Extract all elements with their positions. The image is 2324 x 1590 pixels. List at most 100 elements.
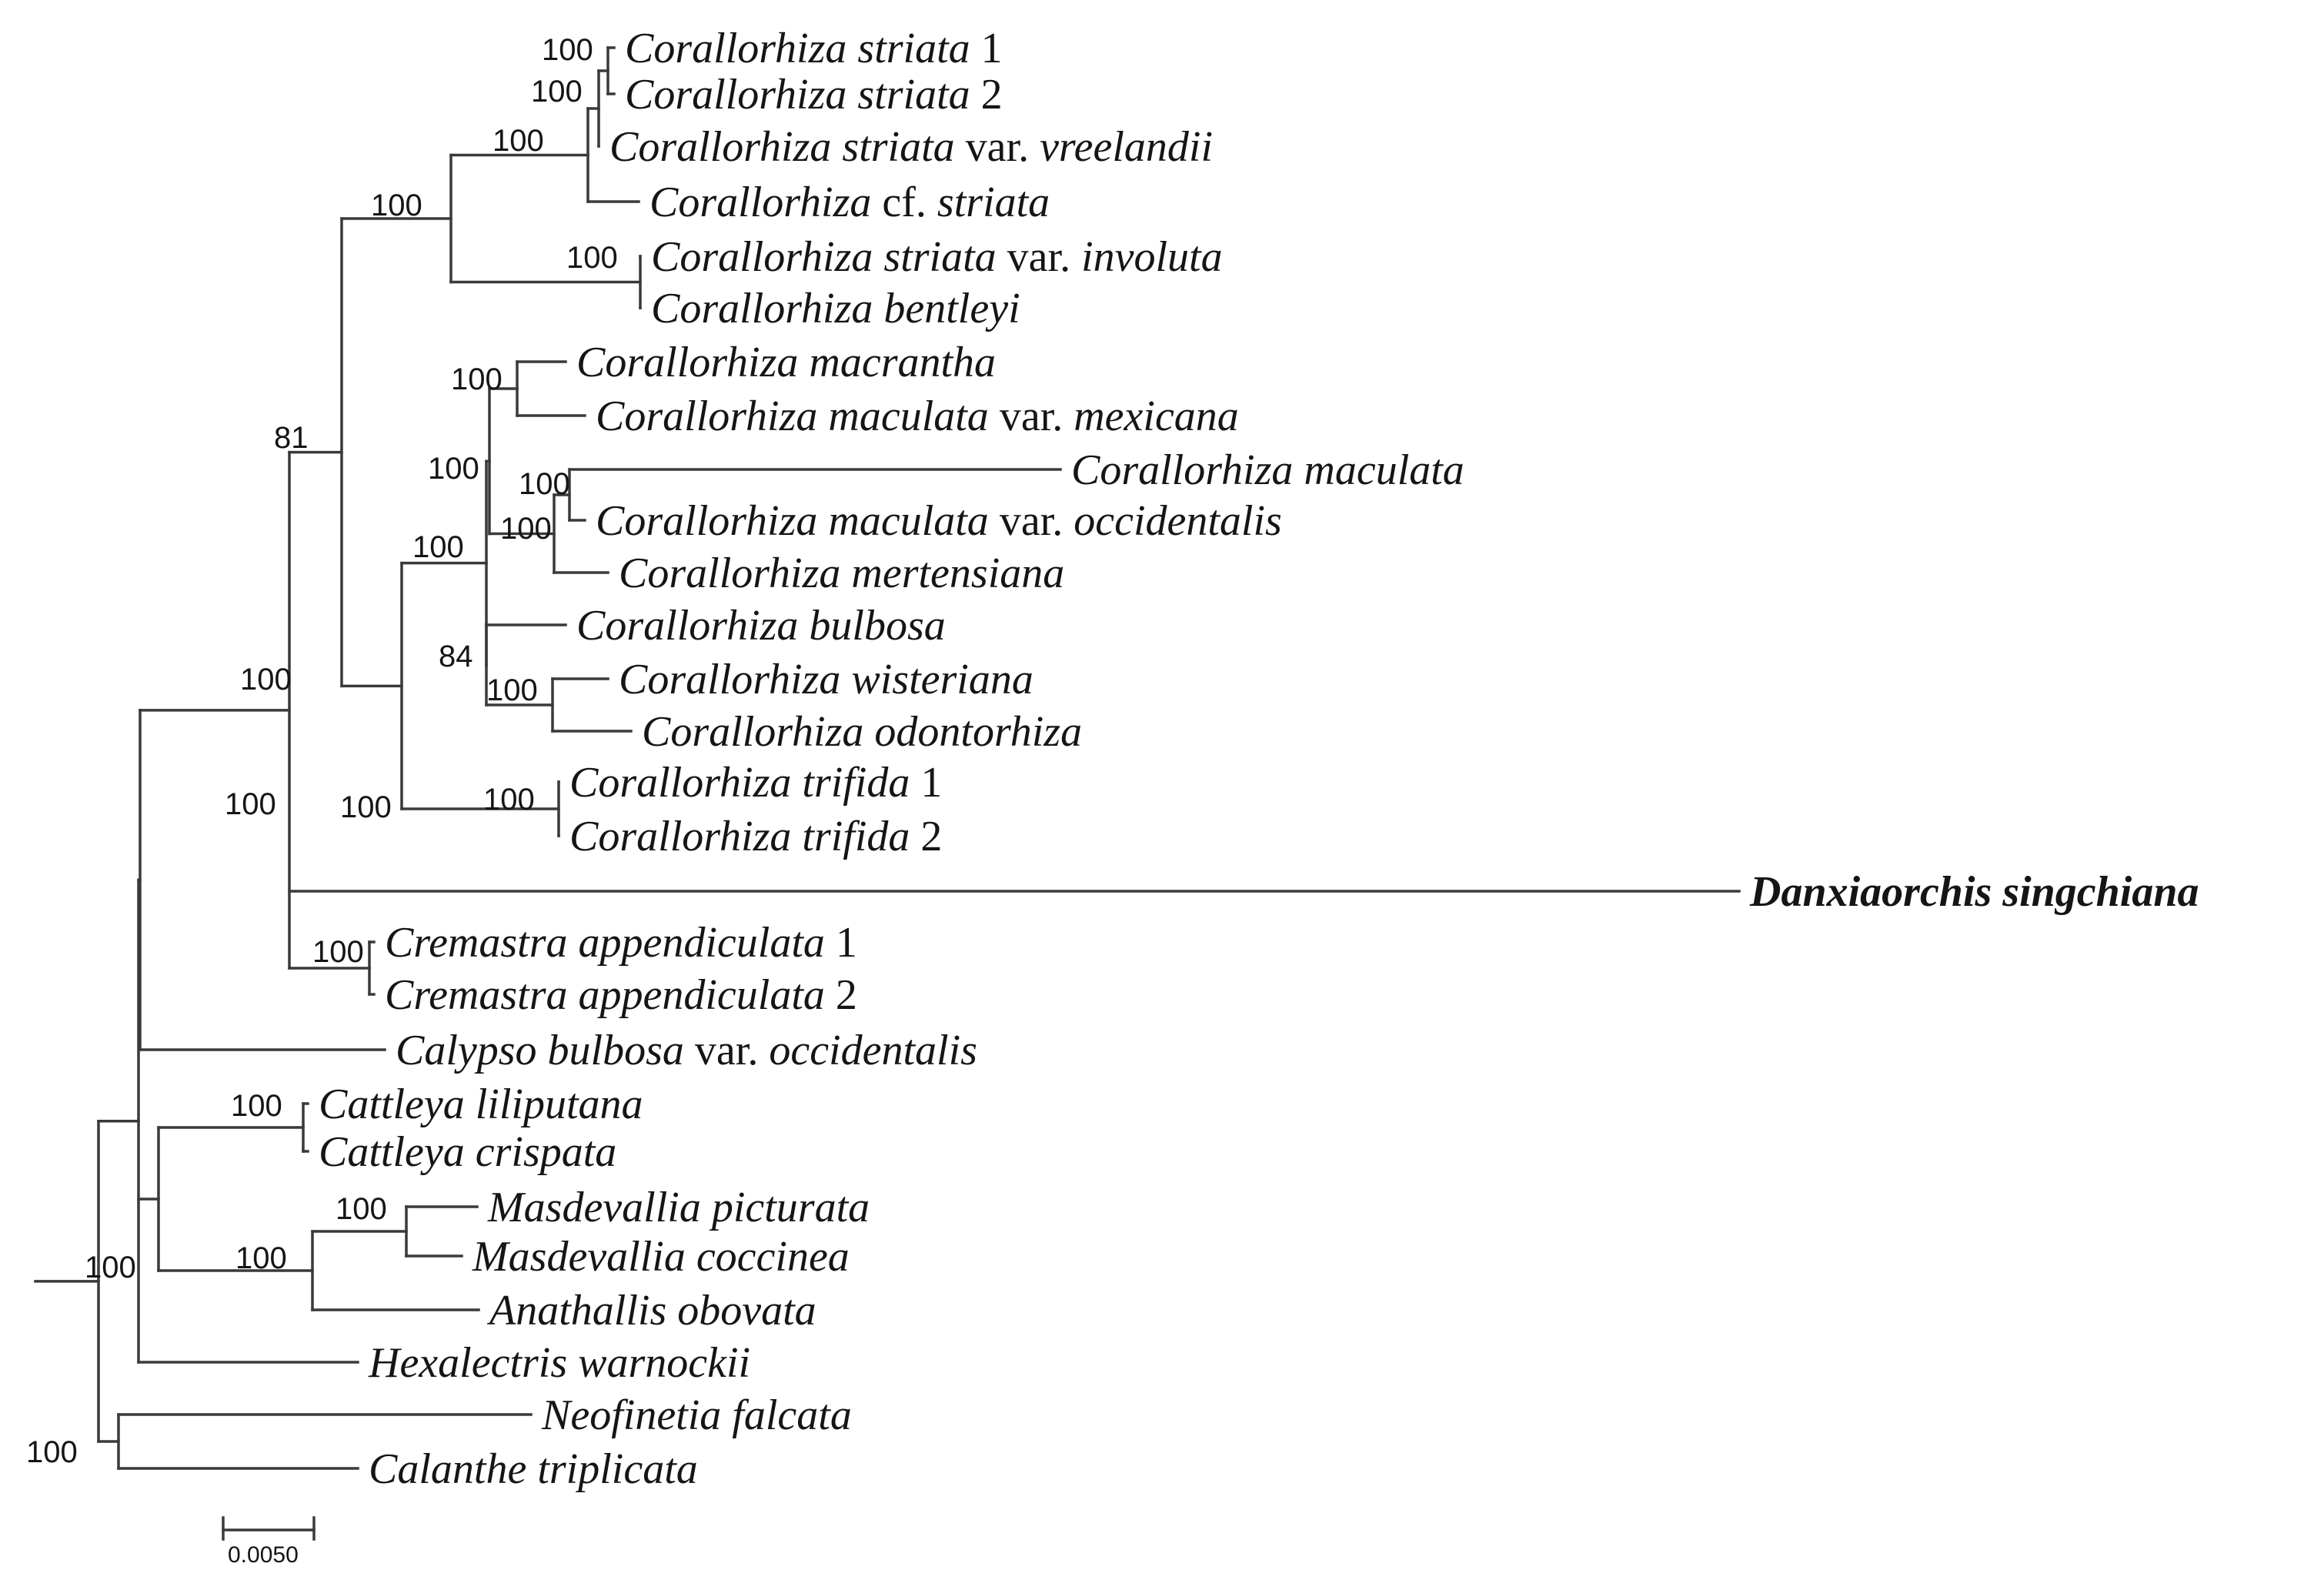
taxon-label-part: Corallorhiza trifida [569, 813, 910, 860]
support-n_striata12: 100 [542, 33, 593, 67]
taxon-label-part: occidentalis [769, 1027, 977, 1074]
taxon-label-part: Corallorhiza maculata [596, 392, 989, 440]
support-n_cattleya: 100 [231, 1089, 282, 1123]
support-n_corallorhiza: 100 [340, 790, 392, 824]
taxon-label-t12: Corallorhiza bulbosa [576, 602, 946, 650]
taxon-label-part: Cattleya liliputana [319, 1081, 643, 1128]
support-n_striata123: 100 [531, 75, 583, 109]
taxon-label-t21: Cattleya liliputana [319, 1081, 643, 1128]
taxon-label-t16: Corallorhiza trifida 2 [569, 813, 942, 860]
support-n_outgroup: 100 [26, 1435, 78, 1469]
taxon-label-part: var. [955, 123, 1040, 171]
taxon-label-part: Danxiaorchis singchiana [1749, 868, 2199, 916]
support-n_striata1234: 100 [493, 124, 544, 158]
taxon-label-t15: Corallorhiza trifida 1 [569, 759, 942, 807]
taxon-label-t18: Cremastra appendiculata 1 [385, 919, 857, 967]
taxon-label-part: 1 [970, 25, 1003, 72]
taxon-label-part: 1 [825, 919, 857, 967]
taxon-label-t27: Neofinetia falcata [541, 1391, 852, 1439]
taxon-label-t20: Calypso bulbosa var. occidentalis [396, 1027, 977, 1074]
scale-bar-label: 0.0050 [228, 1542, 299, 1568]
taxon-label-part: Corallorhiza striata [625, 25, 970, 72]
taxon-label-t11: Corallorhiza mertensiana [619, 549, 1064, 597]
taxon-label-part: var. [989, 392, 1074, 440]
taxon-label-t28: Calanthe triplicata [369, 1445, 698, 1493]
support-n_ingroup: 100 [85, 1251, 136, 1284]
taxon-label-part: Cremastra appendiculata [385, 971, 825, 1019]
taxon-label-t13: Corallorhiza wisteriana [619, 656, 1033, 703]
taxon-label-t23: Masdevallia picturata [487, 1184, 870, 1231]
support-n_trifida: 100 [483, 783, 535, 817]
support-n_wist_odont: 100 [486, 673, 538, 707]
taxon-label-part: Corallorhiza bentleyi [651, 285, 1020, 332]
taxon-label-part: Cremastra appendiculata [385, 919, 825, 967]
support-n_maculata_clade: 100 [428, 452, 479, 486]
taxon-label-part: involuta [1081, 233, 1223, 281]
taxon-label-part: mexicana [1074, 392, 1239, 440]
taxon-label-part: Corallorhiza maculata [596, 497, 989, 545]
taxon-label-part: 2 [910, 813, 942, 860]
support-n_with_danxia: 81 [274, 421, 309, 455]
scale-bar: 0.0050 [222, 1516, 316, 1568]
taxon-label-part: Calanthe triplicata [369, 1445, 698, 1493]
taxon-label-part: 2 [970, 71, 1003, 119]
support-n_ingroup2: 100 [225, 787, 276, 821]
taxon-label-part: Corallorhiza striata [625, 71, 970, 119]
taxon-label-part: Corallorhiza striata [651, 233, 997, 281]
taxon-label-part: Corallorhiza mertensiana [619, 549, 1064, 597]
support-n_involuta_bentleyi: 100 [566, 241, 618, 275]
taxon-label-part: var. [989, 497, 1074, 545]
taxon-label-part: Corallorhiza wisteriana [619, 656, 1033, 703]
taxon-label-t22: Cattleya crispata [319, 1128, 616, 1176]
taxon-label-part: occidentalis [1074, 497, 1282, 545]
taxon-label-t19: Cremastra appendiculata 2 [385, 971, 857, 1019]
support-n_masdevallia: 100 [336, 1192, 387, 1226]
support-n_maculata_occ: 100 [519, 467, 570, 501]
taxon-label-part: vreelandii [1040, 123, 1213, 171]
support-n_pleuro: 100 [235, 1241, 287, 1275]
taxon-label-t26: Hexalectris warnockii [368, 1339, 750, 1387]
taxon-label-t6: Corallorhiza bentleyi [651, 285, 1020, 332]
taxon-label-part: var. [684, 1027, 769, 1074]
taxon-label-t3: Corallorhiza striata var. vreelandii [609, 123, 1213, 171]
taxon-label-part: Corallorhiza trifida [569, 759, 910, 807]
support-n_core: 100 [412, 530, 464, 564]
taxon-label-t5: Corallorhiza striata var. involuta [651, 233, 1223, 281]
taxon-label-part: Masdevallia picturata [487, 1184, 870, 1231]
taxon-label-t25: Anathallis obovata [486, 1287, 816, 1334]
taxon-label-part: Neofinetia falcata [541, 1391, 852, 1439]
taxon-label-t8: Corallorhiza maculata var. mexicana [596, 392, 1239, 440]
taxon-label-part: Corallorhiza [649, 179, 871, 226]
taxon-label-part: Corallorhiza striata [609, 123, 955, 171]
support-n_cremastra: 100 [312, 935, 364, 969]
tree-branches [34, 46, 1741, 1470]
support-n_bulbosa_group: 84 [439, 640, 473, 673]
taxon-label-t14: Corallorhiza odontorhiza [642, 708, 1082, 756]
taxon-label-part: Corallorhiza odontorhiza [642, 708, 1082, 756]
taxon-label-part: 2 [825, 971, 857, 1019]
taxon-label-t10: Corallorhiza maculata var. occidentalis [596, 497, 1282, 545]
support-n_maculata_group: 100 [500, 512, 552, 546]
taxon-label-t17: Danxiaorchis singchiana [1749, 868, 2199, 916]
taxon-label-part: Calypso bulbosa [396, 1027, 684, 1074]
taxon-label-part: Corallorhiza bulbosa [576, 602, 946, 650]
taxon-label-t1: Corallorhiza striata 1 [625, 25, 1003, 72]
taxon-label-t4: Corallorhiza cf. striata [649, 179, 1050, 226]
taxon-label-part: Corallorhiza maculata [1071, 446, 1464, 494]
taxon-label-part: Masdevallia coccinea [472, 1233, 850, 1281]
taxon-label-part: Corallorhiza macrantha [576, 339, 996, 386]
taxon-label-t7: Corallorhiza macrantha [576, 339, 996, 386]
taxon-label-t2: Corallorhiza striata 2 [625, 71, 1003, 119]
taxon-label-part: 1 [910, 759, 942, 807]
support-n_striata_all: 100 [371, 189, 422, 222]
taxon-label-t24: Masdevallia coccinea [472, 1233, 850, 1281]
bootstrap-support-values: 100 100 100 100 100 100 100 100 100 84 100 100 100 10… [26, 33, 618, 1469]
support-n_macrantha_mexicana: 100 [451, 362, 503, 396]
support-n_calypso: 100 [240, 663, 292, 696]
taxon-label-part: striata [937, 179, 1050, 226]
taxon-label-t9: Corallorhiza maculata [1071, 446, 1464, 494]
taxon-label-part: Cattleya crispata [319, 1128, 616, 1176]
taxon-label-part: cf. [871, 179, 937, 226]
